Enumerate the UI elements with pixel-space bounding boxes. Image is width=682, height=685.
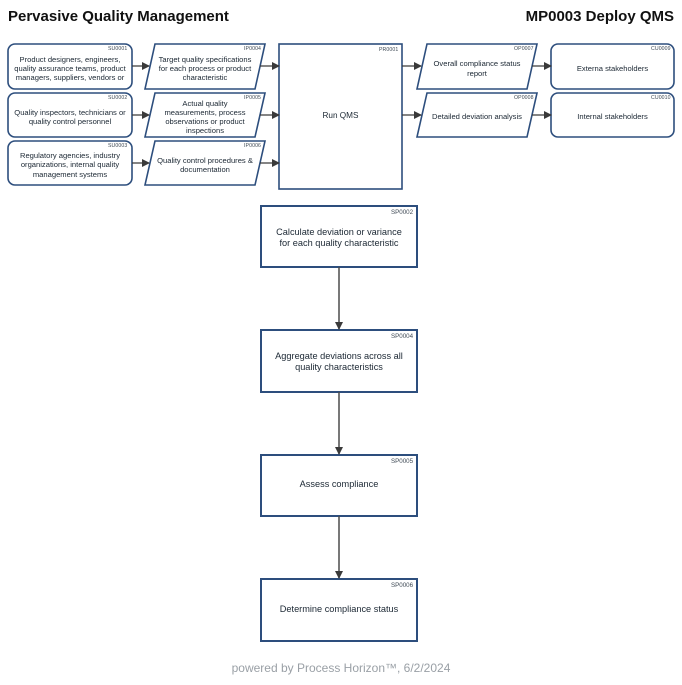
output-2-shape[interactable] (415, 92, 539, 138)
supplier-2-label: Quality inspectors, technicians or quali… (14, 107, 126, 126)
supplier-2-code: SU0002 (108, 95, 128, 101)
input-3-label: Quality control procedures & documentati… (157, 155, 253, 174)
supplier-1-code: SU0001 (108, 46, 128, 52)
step-3-label: Assess compliance (299, 479, 379, 489)
step-1-label: Calculate deviation or variance for each… (276, 227, 402, 249)
output-1-code: OP0007 (514, 46, 534, 52)
step-3-code: SP0005 (391, 458, 414, 465)
output-1-shape[interactable] (416, 43, 538, 90)
process-label: Run QMS (322, 110, 359, 120)
step-2-code: SP0004 (391, 333, 414, 340)
input-2-label: Actual quality measurements, process obs… (164, 98, 246, 136)
customer-1-label: Externa stakeholders (576, 63, 649, 73)
input-1-label: Target quality specifications for each p… (158, 54, 252, 83)
step-4-label: Determine compliance status (279, 604, 399, 614)
process-box[interactable] (278, 43, 403, 190)
input-3-code: IP0006 (244, 143, 262, 149)
input-2-code: IP0005 (244, 95, 262, 101)
step-3-box[interactable] (260, 454, 418, 517)
step-1-box[interactable] (260, 205, 418, 268)
supplier-3-code: SU0003 (108, 143, 128, 149)
output-2-code: OP0008 (514, 95, 534, 101)
customer-1-code: CU0009 (651, 46, 671, 52)
step-1-code: SP0002 (391, 209, 414, 216)
step-4-code: SP0006 (391, 582, 414, 589)
customer-2-code: CU0010 (651, 95, 671, 101)
input-1-code: IP0004 (244, 46, 262, 52)
page-title: Pervasive Quality Management (8, 8, 229, 25)
step-2-label: Aggregate deviations across all quality … (275, 351, 403, 373)
process-code: PR0001 (379, 47, 399, 53)
output-2-label: Detailed deviation analysis (432, 112, 522, 122)
supplier-3-label: Regulatory agencies, industry organizati… (19, 151, 121, 179)
step-2-box[interactable] (260, 329, 418, 393)
input-3-shape[interactable] (143, 140, 267, 186)
supplier-1-label: Product designers, engineers, quality as… (14, 54, 126, 83)
customer-2-label: Internal stakeholders (577, 112, 648, 122)
process-id-title: MP0003 Deploy QMS (525, 8, 674, 25)
footer-credit: powered by Process Horizon™, 6/2/2024 (231, 661, 451, 675)
input-1-shape[interactable] (144, 43, 266, 90)
step-4-box[interactable] (260, 578, 418, 642)
input-2-shape[interactable] (143, 92, 267, 138)
output-1-label: Overall compliance status report (433, 59, 521, 78)
